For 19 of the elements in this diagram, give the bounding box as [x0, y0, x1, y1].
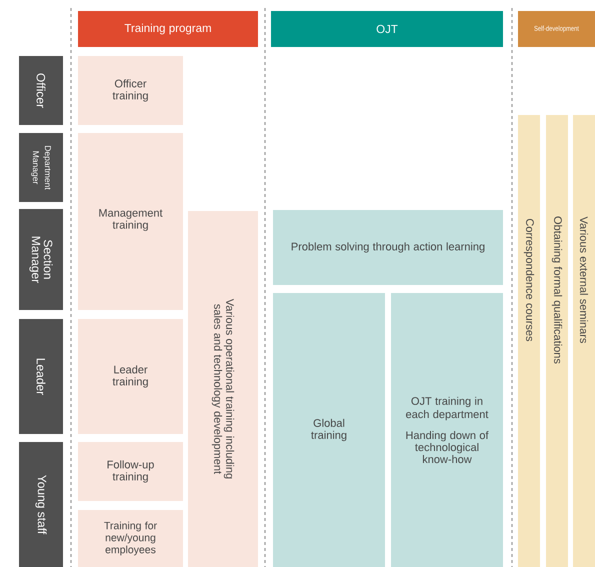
header-bar: OJT: [271, 11, 503, 47]
program-box: Leader training: [78, 319, 183, 434]
row-label: Section Manager: [19, 209, 63, 310]
program-box: Various external seminars: [573, 115, 595, 567]
row-label: Department Manager: [19, 133, 63, 202]
program-box: Global training: [273, 293, 385, 567]
row-label: Leader: [19, 319, 63, 434]
program-box: Management training: [78, 133, 183, 310]
program-box: Training for new/young employees: [78, 510, 183, 567]
program-box: Various operational training including sales and technology development: [188, 211, 258, 567]
program-box: Follow-up training: [78, 442, 183, 501]
header-bar: Training program: [78, 11, 258, 47]
program-box: Correspondence courses: [518, 115, 540, 567]
program-box: Problem solving through action learning: [273, 210, 503, 285]
program-box: Officer training: [78, 56, 183, 125]
program-box: Obtaining formal qualifications: [546, 115, 568, 567]
program-box: OJT training in each department Handing down of technological know-how: [391, 293, 503, 567]
row-label: Young staff: [19, 442, 63, 567]
row-label: Officer: [19, 56, 63, 125]
